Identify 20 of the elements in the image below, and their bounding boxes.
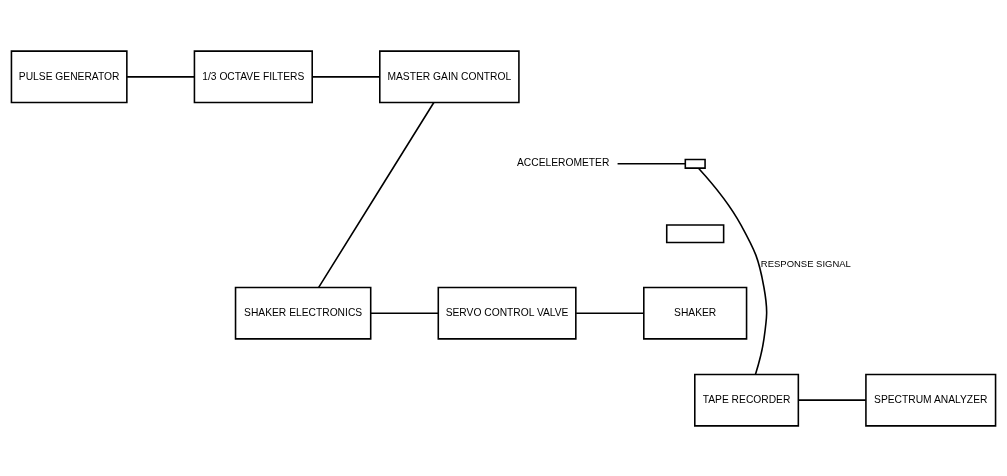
connector — [616, 162, 686, 165]
connector — [575, 311, 645, 314]
connector — [126, 75, 196, 78]
node-box: PULSE GENERATOR — [10, 49, 128, 103]
node-box: SHAKER — [643, 286, 748, 340]
node-box: SERVO CONTROL VALVE — [437, 286, 577, 340]
node-box: 1/3 OCTAVE FILTERS — [193, 49, 313, 103]
node-box: SHAKER ELECTRONICS — [234, 286, 372, 340]
node-box: MASTER GAIN CONTROL — [379, 49, 520, 103]
node-text: ACCELEROMETER — [516, 156, 610, 168]
connector — [370, 311, 439, 314]
edge-label: RESPONSE SIGNAL — [760, 257, 851, 269]
connector — [797, 398, 867, 401]
node-box: SPECTRUM ANALYZER — [865, 373, 997, 427]
node-box: TAPE RECORDER — [694, 373, 800, 427]
node-box — [684, 158, 706, 169]
node-box — [665, 223, 725, 243]
connector — [317, 101, 435, 288]
connector — [697, 167, 768, 375]
connector — [311, 75, 381, 78]
